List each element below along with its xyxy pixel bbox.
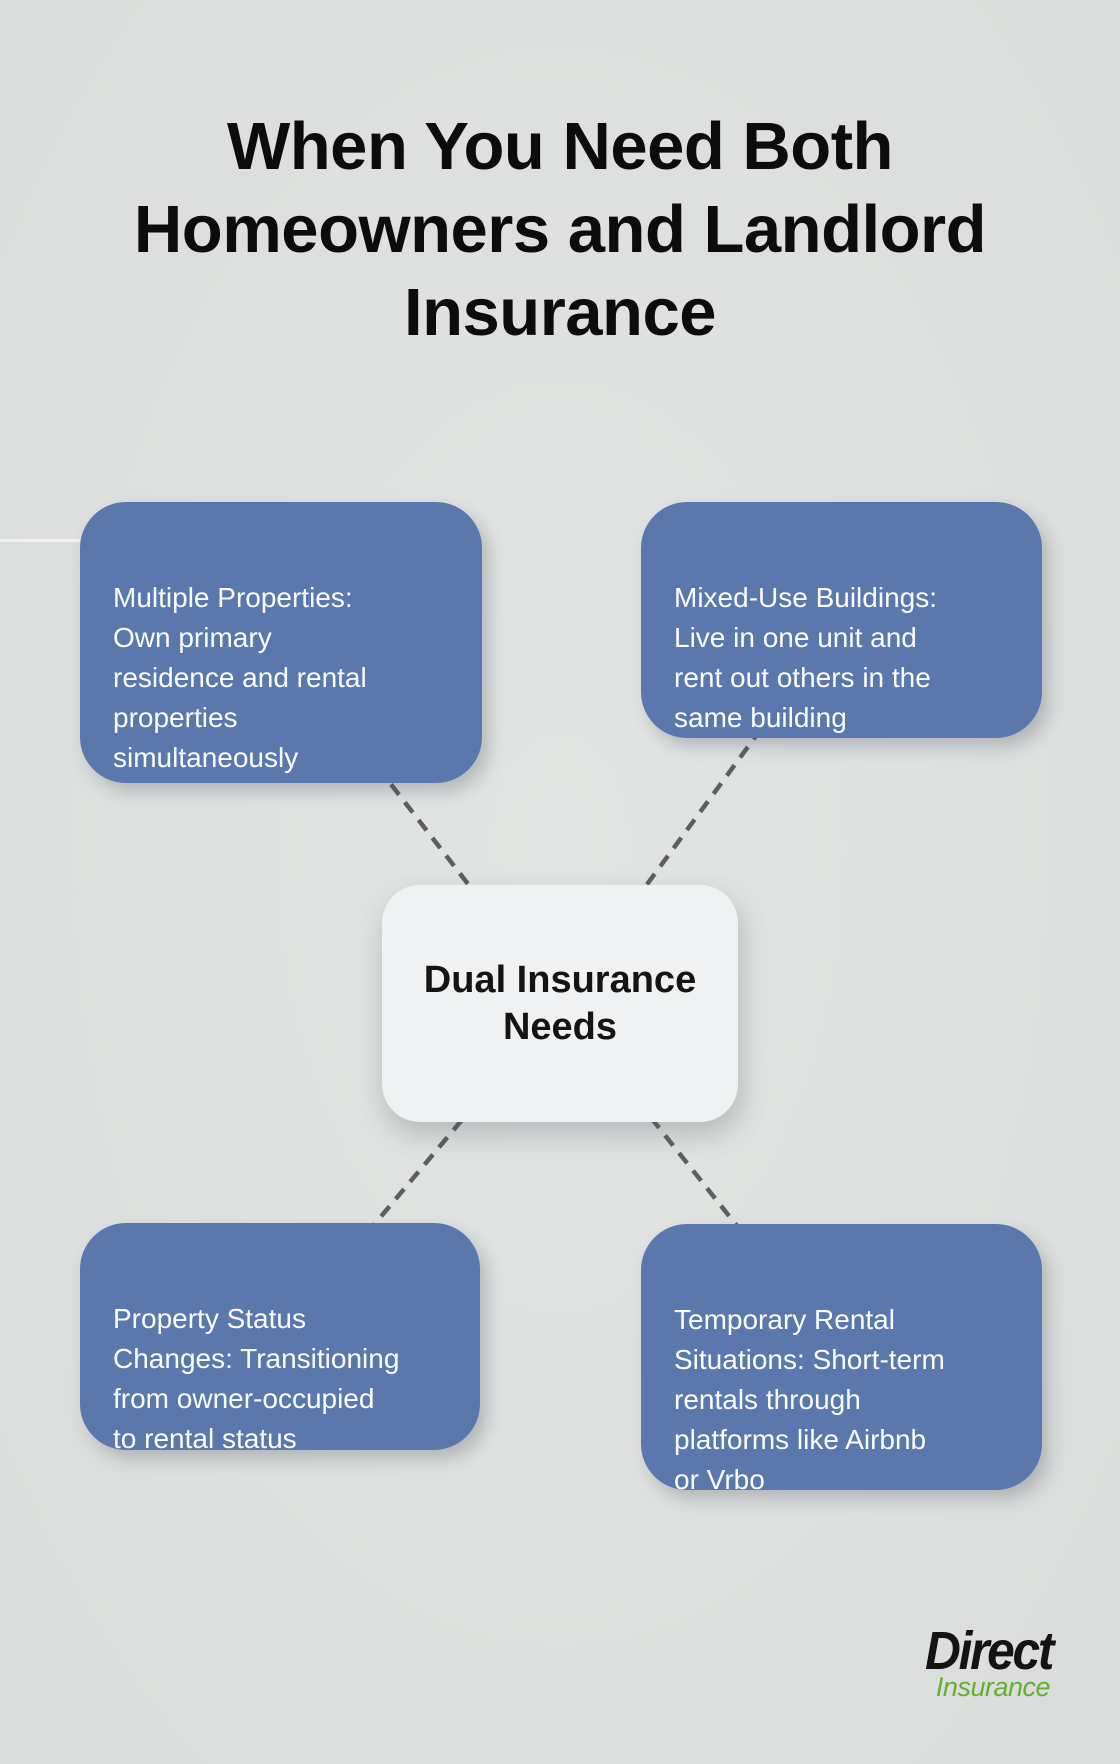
node-temporary-rental-situations: Temporary Rental Situations: Short-term … xyxy=(641,1224,1042,1495)
left-edge-faint-line xyxy=(0,539,80,542)
node-property-status-changes-text: Property Status Changes: Transitioning f… xyxy=(113,1303,400,1454)
center-node-label: Dual Insurance Needs xyxy=(423,958,697,1048)
node-multiple-properties: Multiple Properties: Own primary residen… xyxy=(80,502,482,783)
page-title: When You Need Both Homeowners and Landlo… xyxy=(133,109,987,350)
logo-tagline-text: Insurance xyxy=(935,1672,1051,1702)
center-node-dual-insurance-needs: Dual Insurance Needs xyxy=(382,885,738,1122)
node-property-status-changes: Property Status Changes: Transitioning f… xyxy=(80,1223,480,1454)
brand-logo: Direct Insurance xyxy=(914,1621,1054,1702)
node-temporary-rental-situations-text: Temporary Rental Situations: Short-term … xyxy=(674,1304,945,1495)
node-mixed-use-buildings-text: Mixed-Use Buildings: Live in one unit an… xyxy=(674,582,937,733)
node-mixed-use-buildings: Mixed-Use Buildings: Live in one unit an… xyxy=(641,502,1042,738)
logo-brand-text: Direct xyxy=(924,1621,1054,1681)
node-multiple-properties-text: Multiple Properties: Own primary residen… xyxy=(113,582,367,773)
